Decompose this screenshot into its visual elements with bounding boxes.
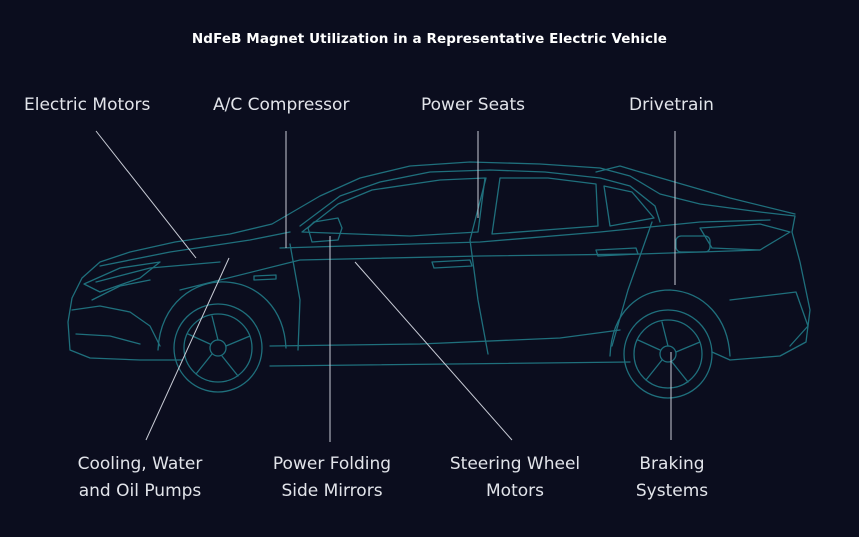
rear-tire xyxy=(623,309,713,399)
label-drivetrain: Drivetrain xyxy=(629,95,714,115)
label-steering-line-2: Motors xyxy=(486,481,544,501)
label-cooling-pumps-line-1: Cooling, Water xyxy=(77,454,203,474)
beltline xyxy=(279,219,771,249)
center-door-seam xyxy=(469,177,489,355)
quarter-window xyxy=(603,185,655,227)
label-cooling-pumps: Cooling, Water and Oil Pumps xyxy=(60,451,220,505)
label-braking-line-1: Braking xyxy=(639,454,705,474)
leader-cooling-pumps xyxy=(145,257,230,441)
rocker-panel xyxy=(269,329,621,347)
label-power-seats: Power Seats xyxy=(421,95,525,115)
label-cooling-pumps-line-2: and Oil Pumps xyxy=(78,481,202,501)
hood-line-2 xyxy=(95,261,221,283)
headlight xyxy=(83,261,161,293)
rear-door-seam xyxy=(611,221,653,347)
window-frame xyxy=(299,169,661,227)
label-ac-compressor: A/C Compressor xyxy=(213,95,350,115)
body-crease xyxy=(179,249,761,291)
side-marker xyxy=(253,274,277,281)
rear-rim xyxy=(633,319,703,389)
rear-window xyxy=(491,177,599,235)
front-window xyxy=(301,177,486,237)
grille xyxy=(75,333,141,345)
rear-bumper xyxy=(729,291,809,347)
label-braking-line-2: Systems xyxy=(635,481,709,501)
rear-spokes xyxy=(637,321,701,383)
front-spokes xyxy=(187,315,251,377)
label-mirrors-line-1: Power Folding xyxy=(272,454,392,474)
front-bumper xyxy=(71,305,161,347)
headlight-inner xyxy=(91,279,151,301)
front-wheel-arch xyxy=(157,281,287,351)
label-braking-systems: Braking Systems xyxy=(602,451,742,505)
front-door-seam xyxy=(289,243,301,351)
fuel-door xyxy=(675,235,711,253)
label-power-folding-mirrors: Power Folding Side Mirrors xyxy=(252,451,412,505)
hood-line xyxy=(99,231,291,267)
front-tire xyxy=(173,303,263,393)
rear-door-handle xyxy=(595,247,639,257)
label-steering-line-1: Steering Wheel xyxy=(449,454,581,474)
leader-steering-wheel-motors xyxy=(354,261,513,441)
front-rim xyxy=(183,313,253,383)
label-steering-wheel-motors: Steering Wheel Motors xyxy=(432,451,598,505)
diagram-title: NdFeB Magnet Utilization in a Representa… xyxy=(191,31,668,47)
front-door-handle xyxy=(431,259,473,269)
label-mirrors-line-2: Side Mirrors xyxy=(281,481,383,501)
label-electric-motors: Electric Motors xyxy=(24,95,151,115)
leader-electric-motors xyxy=(95,130,197,259)
side-mirror xyxy=(307,217,343,243)
taillight xyxy=(699,223,791,251)
car-body-outline xyxy=(67,161,811,367)
rear-wheel-arch xyxy=(609,289,731,357)
rear-spoiler xyxy=(595,165,796,215)
